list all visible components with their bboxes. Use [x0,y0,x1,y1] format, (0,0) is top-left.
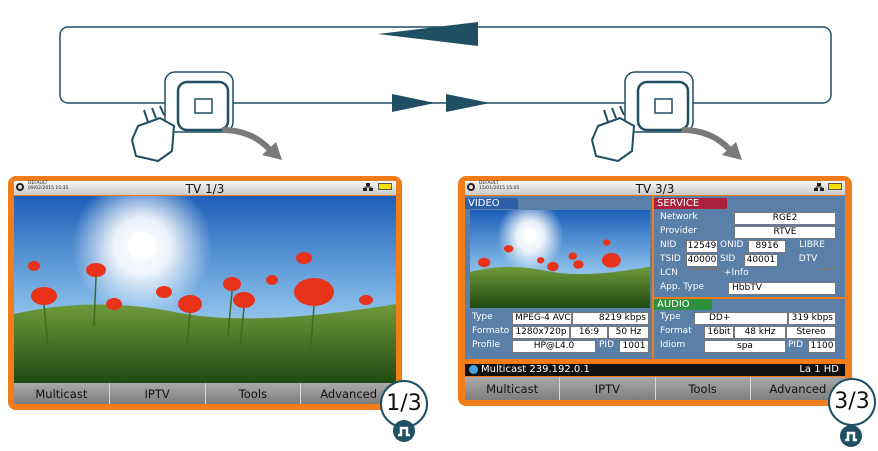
free-value: LIBRE [799,240,825,250]
multicast-info-bar: Multicast 239.192.0.1 La 1 HD [465,364,845,376]
profile-label: DEFAULT [28,181,48,186]
video-pid-value: 1001 [619,340,649,353]
softkey-tools[interactable]: Tools [206,383,302,404]
multicast-address: Multicast 239.192.0.1 [481,364,590,375]
audio-idiom-value: spa [704,340,786,353]
onid-label: ONID [720,240,744,250]
audio-idiom-label: Idiom [660,340,686,350]
video-profile-label: Profile [472,340,500,350]
profile-label-2: DEFAULT [479,181,499,186]
video-thumbnail [470,210,650,308]
screen-title-2: TV 3/3 [635,182,675,196]
video-type-label: Type [472,312,493,322]
sid-value: 40001 [744,254,778,267]
network-value: RGE2 [734,212,836,225]
softkey-iptv[interactable]: IPTV [110,383,206,404]
audio-pid-value: 1100 [808,340,836,353]
service-header: SERVICE [654,198,727,209]
network-icon-2 [814,183,824,191]
provider-label: Provider [660,226,698,236]
softkey-tools-2[interactable]: Tools [656,377,751,400]
pulse-icon-2 [840,425,862,447]
video-resolution: 1280x720p [512,326,570,339]
video-header: VIDEO [465,198,518,209]
video-type-value: MPEG-4 AVC [512,312,572,325]
curved-arrowhead-icon [262,142,282,160]
nid-value: 12549 [686,240,718,253]
provider-value: RTVE [734,226,836,239]
info-label[interactable]: +Info [724,268,749,278]
tsid-label: TSID [660,254,681,264]
screen-title: TV 1/3 [185,182,225,196]
globe-icon [469,365,478,374]
remote-button-icon-2 [624,71,694,133]
audio-type-label: Type [660,312,681,322]
arrow-right-icon-2 [446,94,490,112]
softkey-advanced[interactable]: Advanced [320,386,378,401]
video-format-label: Formato [472,326,510,336]
settings-icon-2 [467,183,475,191]
softkey-advanced-2[interactable]: Advanced [769,381,827,396]
service-kind: DTV [798,254,818,264]
settings-icon [16,183,24,191]
tsid-value: 40000 [686,254,718,267]
lcn-value [692,268,722,270]
softkey-multicast-2[interactable]: Multicast [465,377,561,400]
video-picture [14,196,396,383]
audio-bits: 16bit [704,326,734,339]
softkey-multicast[interactable]: Multicast [14,383,110,404]
nid-label: NID [660,240,677,250]
info-value [820,268,836,270]
page-badge-2: 3/3 [828,378,876,426]
datetime-2: 15/01/2015 15:05 [479,186,520,191]
apptype-value: HbbTV [728,282,836,295]
softkey-bar: Multicast IPTV Tools Advanced [14,383,396,404]
curved-arrow-icon-2 [681,127,733,153]
remote-button-icon [164,71,234,133]
onid-value: 8916 [748,240,786,253]
curved-arrow-icon [221,127,273,153]
video-pid-label: PID [599,340,615,350]
video-frequency: 50 Hz [608,326,649,339]
arrow-right-icon [392,94,435,112]
pulse-icon [393,420,415,442]
datetime: 09/02/2015 15:35 [28,186,69,191]
hand-icon [131,105,175,162]
audio-type-value: DD+ [694,312,788,325]
hand-icon-2 [591,105,635,162]
audio-mode: Stereo [786,326,836,339]
network-icon [363,183,373,191]
apptype-label: App. Type [660,282,704,292]
arrow-left-icon [378,22,478,46]
channel-name: La 1 HD [799,364,839,375]
sid-label: SID [720,254,736,264]
video-bitrate: 8219 kbps [572,312,649,325]
lcn-label: LCN [660,268,679,278]
video-aspect: 16:9 [570,326,608,339]
network-label: Network [660,212,698,222]
audio-rate: 48 kHz [734,326,786,339]
audio-bitrate: 319 kbps [788,312,836,325]
softkey-iptv-2[interactable]: IPTV [560,377,656,400]
audio-header: AUDIO [654,299,712,310]
curved-arrowhead-icon-2 [722,142,742,160]
softkey-bar-2: Multicast IPTV Tools Advanced [465,377,845,400]
video-profile-value: HP@L4.0 [512,340,596,353]
audio-pid-label: PID [788,340,804,350]
battery-icon-2 [828,183,842,190]
audio-format-label: Format [660,326,692,336]
battery-icon [378,183,392,190]
